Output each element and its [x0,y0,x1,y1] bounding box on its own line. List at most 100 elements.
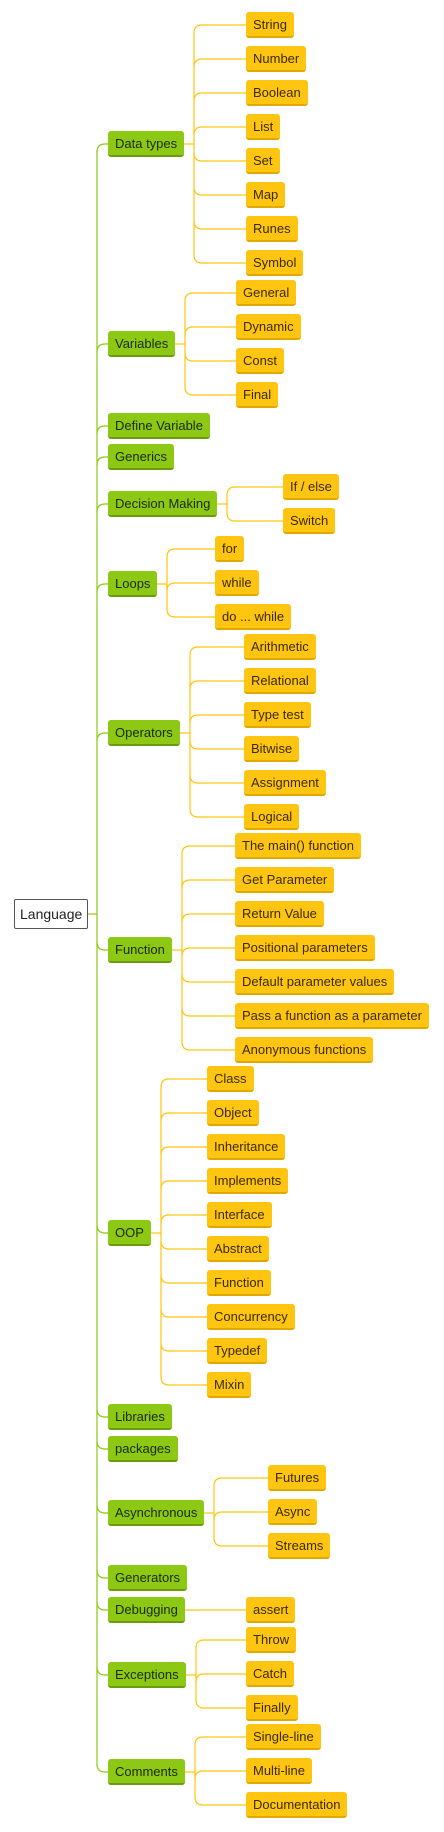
leaf-link-string [193,24,246,34]
leaf-variables-general: General [236,280,297,306]
leaf-link-switch [226,512,283,522]
category-debugging: Debugging [108,1597,185,1623]
category-link-packages [96,1440,108,1450]
leaf-decision-making-if-else: If / else [283,474,339,500]
category-loops: Loops [108,571,158,597]
category-comments: Comments [108,1759,185,1785]
root-node: Language [14,899,89,929]
leaf-link-async [213,1511,268,1521]
leaf-link-documentation [194,1796,246,1806]
leaf-link-relational [189,680,244,690]
leaf-link-if-else [226,486,283,496]
leaf-operators-relational: Relational [244,668,316,694]
leaf-link-while [166,582,215,592]
category-link-operators [96,732,108,742]
leaf-link-bitwise [189,740,244,750]
leaf-function-positional-parameters: Positional parameters [235,935,375,961]
leaf-asynchronous-streams: Streams [268,1533,331,1559]
leaf-oop-function: Function [207,1270,271,1296]
leaf-link-number [193,58,246,68]
category-link-comments [96,1763,108,1773]
leaf-operators-bitwise: Bitwise [244,736,300,762]
leaf-function-the-main-function: The main() function [235,833,361,859]
leaf-oop-concurrency: Concurrency [207,1304,295,1330]
leaf-loops-for: for [215,536,245,562]
category-link-exceptions [96,1666,108,1676]
leaf-link-pass-a-function-as-a-parameter [181,1007,235,1017]
leaf-oop-mixin: Mixin [207,1372,252,1398]
leaf-function-get-parameter: Get Parameter [235,867,335,893]
leaf-oop-interface: Interface [207,1202,272,1228]
leaf-variables-dynamic: Dynamic [236,314,301,340]
category-generators: Generators [108,1565,188,1591]
category-function: Function [108,937,172,963]
leaf-link-abstract [160,1240,207,1250]
leaf-link-dynamic [184,326,236,336]
leaf-comments-documentation: Documentation [246,1792,348,1818]
leaf-function-default-parameter-values: Default parameter values [235,969,395,995]
leaf-link-map [193,186,246,196]
leaf-link-throw [195,1639,246,1649]
leaf-function-return-value: Return Value [235,901,324,927]
category-link-decision-making [96,503,108,513]
leaf-comments-multi-line: Multi-line [246,1758,313,1784]
leaf-link-interface [160,1214,207,1224]
leaf-variables-final: Final [236,382,279,408]
category-link-oop [96,1224,108,1234]
leaf-exceptions-finally: Finally [246,1695,298,1721]
category-variables: Variables [108,331,176,357]
leaf-link-single-line [194,1736,246,1746]
category-link-define-variable [96,425,108,435]
leaf-oop-abstract: Abstract [207,1236,269,1262]
leaf-link-default-parameter-values [181,973,235,983]
category-link-asynchronous [96,1504,108,1514]
leaf-oop-inheritance: Inheritance [207,1134,286,1160]
leaf-link-positional-parameters [181,947,235,957]
leaf-link-the-main-function [181,845,235,855]
leaf-debugging-assert: assert [246,1597,296,1623]
leaf-asynchronous-async: Async [268,1499,318,1525]
leaf-link-const [184,352,236,362]
leaf-loops-while: while [215,570,259,596]
leaf-data-types-map: Map [246,182,286,208]
leaf-data-types-boolean: Boolean [246,80,308,106]
leaf-link-catch [195,1673,246,1683]
leaf-link-type-test [189,714,244,724]
leaf-link-inheritance [160,1146,207,1156]
leaf-link-do-while [166,608,215,618]
leaf-link-logical [189,808,244,818]
leaf-link-anonymous-functions [181,1041,235,1051]
leaf-link-implements [160,1180,207,1190]
leaf-function-pass-a-function-as-a-parameter: Pass a function as a parameter [235,1003,429,1029]
leaf-data-types-symbol: Symbol [246,250,304,276]
category-asynchronous: Asynchronous [108,1500,205,1526]
category-data-types: Data types [108,131,185,157]
leaf-oop-implements: Implements [207,1168,289,1194]
leaf-link-class [160,1078,207,1088]
leaf-link-mixin [160,1376,207,1386]
category-link-debugging [96,1601,108,1611]
leaf-data-types-runes: Runes [246,216,298,242]
leaf-asynchronous-futures: Futures [268,1465,327,1491]
category-link-data-types [96,143,108,153]
category-operators: Operators [108,720,180,746]
leaf-link-general [184,292,236,302]
category-link-generics [96,456,108,466]
leaf-comments-single-line: Single-line [246,1724,321,1750]
category-define-variable: Define Variable [108,413,210,439]
leaf-data-types-number: Number [246,46,307,72]
leaf-link-multi-line [194,1770,246,1780]
leaf-exceptions-throw: Throw [246,1627,297,1653]
leaf-data-types-set: Set [246,148,280,174]
category-link-function [96,941,108,951]
leaf-operators-arithmetic: Arithmetic [244,634,316,660]
leaf-link-function [160,1274,207,1284]
leaf-decision-making-switch: Switch [283,508,336,534]
category-oop: OOP [108,1220,151,1246]
category-packages: packages [108,1436,178,1462]
leaf-link-finally [195,1699,246,1709]
category-libraries: Libraries [108,1404,172,1430]
leaf-oop-typedef: Typedef [207,1338,268,1364]
leaf-link-futures [213,1477,268,1487]
category-link-variables [96,343,108,353]
